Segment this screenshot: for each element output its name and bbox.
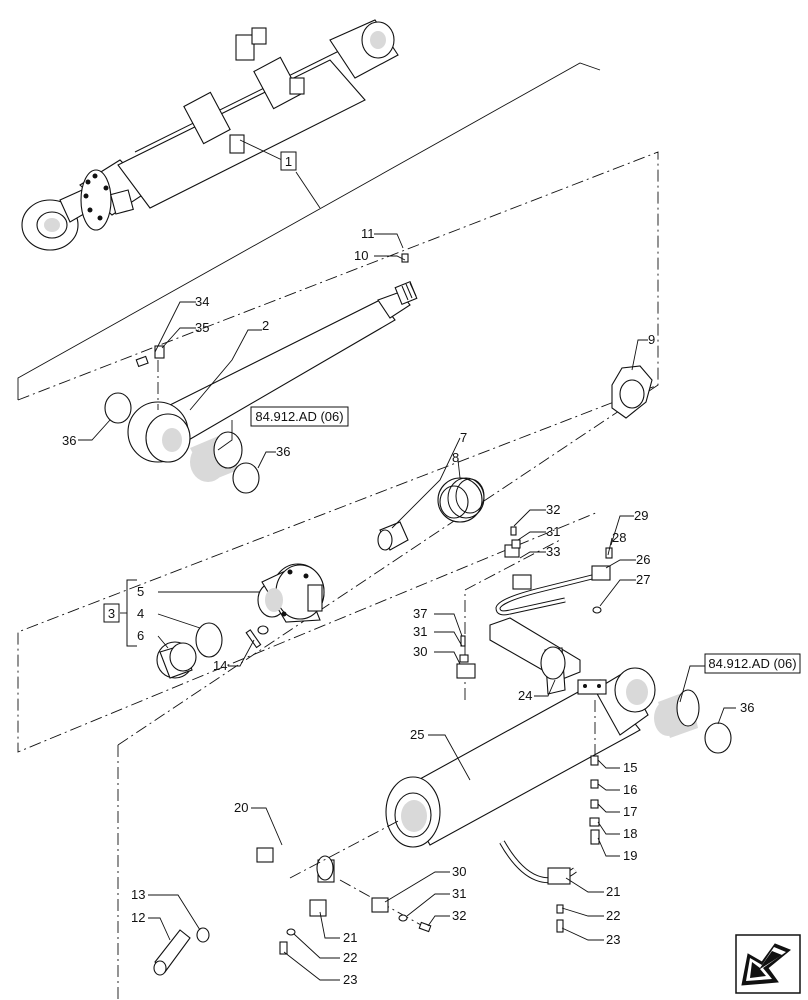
callout-labels: 11 10 2 34 35 36 36 9 7 8 32 31 33 29 28… [62, 226, 754, 987]
callout-13: 13 [131, 887, 145, 902]
callout-25: 25 [410, 727, 424, 742]
callout-29: 29 [634, 508, 648, 523]
arrow-nav-icon[interactable] [735, 934, 801, 994]
piston-rod [127, 253, 418, 463]
callout-10: 10 [354, 248, 368, 263]
callout-36-b: 36 [276, 444, 290, 459]
callout-27: 27 [636, 572, 650, 587]
callout-30-a: 30 [413, 644, 427, 659]
callout-1: 1 [285, 154, 292, 169]
gland-head [257, 563, 325, 623]
callout-16: 16 [623, 782, 637, 797]
clamp-block [456, 635, 476, 679]
callout-8: 8 [452, 450, 459, 465]
callout-32-b: 32 [452, 908, 466, 923]
callout-32-a: 32 [546, 502, 560, 517]
callout-1-box [280, 151, 297, 171]
callout-31-c: 31 [452, 886, 466, 901]
callout-21-a: 21 [606, 884, 620, 899]
callout-11: 11 [361, 226, 375, 241]
callout-30-b: 30 [452, 864, 466, 879]
leader-lines [78, 233, 736, 981]
callout-28: 28 [612, 530, 626, 545]
callout-12: 12 [131, 910, 145, 925]
spacer-bush [377, 521, 409, 551]
callout-24: 24 [518, 688, 532, 703]
callout-33: 33 [546, 544, 560, 559]
piston [437, 477, 485, 523]
callout-35: 35 [195, 320, 209, 335]
callout-7: 7 [460, 430, 467, 445]
callout-9: 9 [648, 332, 655, 347]
callout-23-b: 23 [343, 972, 357, 987]
strap-clamp-left [250, 842, 335, 917]
callout-6: 6 [137, 628, 144, 643]
callout-4: 4 [137, 606, 144, 621]
callout-21-b: 21 [343, 930, 357, 945]
callout-18: 18 [623, 826, 637, 841]
ref-link-barrel-end-text[interactable]: 84.912.AD (06) [708, 656, 796, 671]
pipe-assembly [495, 526, 613, 616]
callout-2: 2 [262, 318, 269, 333]
nut [611, 365, 653, 419]
callout-3: 3 [108, 606, 115, 621]
callout-20: 20 [234, 800, 248, 815]
callout-31-a: 31 [546, 524, 560, 539]
wear-ring [156, 641, 197, 679]
support-bracket [489, 617, 581, 695]
assembled-cylinder [21, 19, 399, 251]
callout-17: 17 [623, 804, 637, 819]
ref-link-barrel-end[interactable]: 84.912.AD (06) [704, 653, 801, 674]
strap-clamp-right [499, 840, 577, 933]
callout-14: 14 [213, 658, 227, 673]
callout-31-b: 31 [413, 624, 427, 639]
callout-34: 34 [195, 294, 209, 309]
callout-5: 5 [137, 584, 144, 599]
callout-26: 26 [636, 552, 650, 567]
callout-15: 15 [623, 760, 637, 775]
gland-bolt [245, 625, 269, 649]
cylinder-barrel [385, 667, 656, 848]
callout-22-b: 22 [343, 950, 357, 965]
callout-36-c: 36 [740, 700, 754, 715]
pivot-pin [153, 929, 191, 976]
callout-22-a: 22 [606, 908, 620, 923]
ref-link-rod-end[interactable]: 84.912.AD (06) [250, 406, 349, 427]
callout-19: 19 [623, 848, 637, 863]
callout-37: 37 [413, 606, 427, 621]
ref-link-rod-end-text[interactable]: 84.912.AD (06) [255, 409, 343, 424]
callout-36-a: 36 [62, 433, 76, 448]
callout-23-a: 23 [606, 932, 620, 947]
